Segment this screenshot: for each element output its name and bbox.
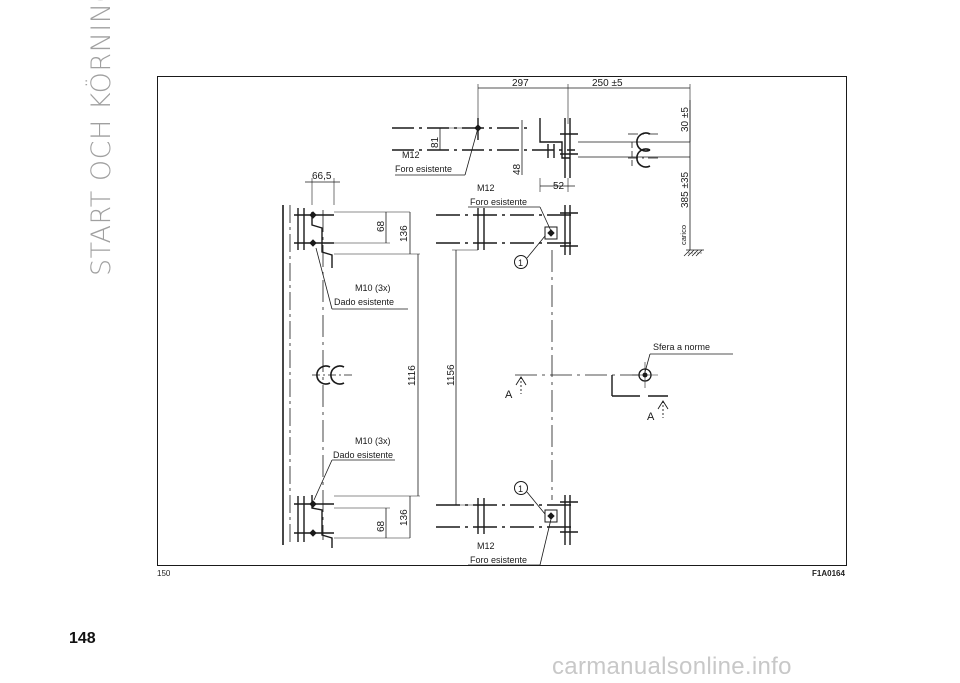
dim-48: 48 — [512, 163, 523, 175]
label-m10-top: M10 (3x) — [355, 283, 391, 293]
label-m10-bottom: M10 (3x) — [355, 436, 391, 446]
page-id: 150 — [157, 569, 171, 578]
dim-81: 81 — [430, 136, 441, 148]
section-a-left: A — [505, 389, 513, 401]
figure-frame — [157, 76, 847, 566]
label-dado-top: Dado esistente — [334, 297, 394, 307]
dim-136-top: 136 — [399, 225, 410, 242]
dim-1156: 1156 — [446, 364, 457, 386]
dim-250: 250 ±5 — [592, 78, 623, 89]
page-number: 148 — [69, 630, 96, 647]
dim-1116: 1116 — [407, 365, 418, 386]
dim-136-bottom: 136 — [399, 509, 410, 526]
label-dado-bottom: Dado esistente — [333, 450, 393, 460]
label-foro-top: Foro esistente — [395, 164, 452, 174]
dim-68-bottom: 68 — [376, 520, 387, 532]
dim-66-5: 66,5 — [312, 171, 332, 182]
dim-297: 297 — [512, 78, 529, 89]
label-m12-bottom: M12 — [477, 541, 495, 551]
label-m12-mid: M12 — [477, 183, 495, 193]
figure-code: F1A0164 — [812, 569, 845, 578]
label-foro-bottom: Foro esistente — [470, 555, 527, 565]
watermark: carmanualsonline.info — [552, 653, 792, 680]
dim-30: 30 ±5 — [680, 107, 691, 132]
section-a-right: A — [647, 411, 655, 423]
carico-label: carico — [679, 225, 688, 245]
label-m12-top: M12 — [402, 150, 420, 160]
callout-1-top: 1 — [518, 258, 523, 268]
label-foro-mid: Foro esistente — [470, 197, 527, 207]
label-sfera: Sfera a norme — [653, 342, 710, 352]
dim-385: 385 ±35 — [680, 171, 691, 208]
callout-1-bottom: 1 — [518, 484, 523, 494]
dim-68-top: 68 — [376, 220, 387, 232]
dim-52: 52 — [553, 181, 565, 192]
